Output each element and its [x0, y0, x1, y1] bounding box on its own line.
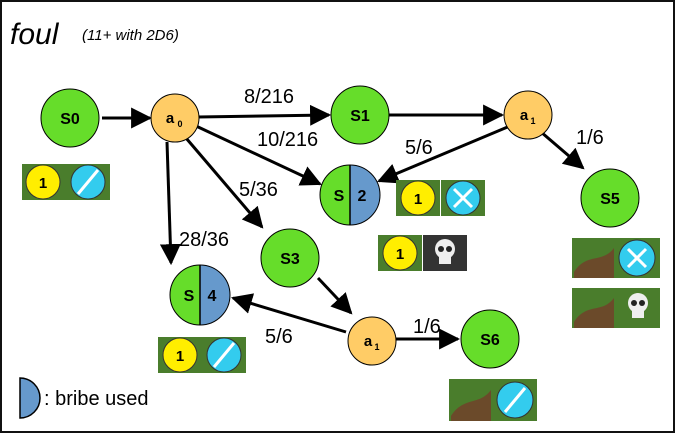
edge-label-a0-s1: 8/216: [244, 86, 294, 108]
dice-s6: [449, 379, 537, 421]
svg-text:1: 1: [176, 348, 184, 365]
state-s3: S3: [260, 228, 320, 288]
edge-label-a1-s6: 1/6: [413, 316, 441, 338]
title-main: foul: [10, 18, 60, 51]
dice-s5: [572, 238, 660, 328]
state-s5: S5: [580, 168, 640, 228]
die-one-icon: [25, 164, 61, 200]
die-one-icon: [400, 180, 436, 216]
state-s2: S 2: [319, 164, 381, 226]
action-a1-top-sub: 1: [530, 116, 535, 126]
state-s0-label: S0: [60, 111, 80, 128]
legend: : bribe used: [19, 377, 149, 419]
state-s0: S0: [40, 88, 100, 148]
die-one-icon: [382, 235, 418, 271]
edge-a1-s2: [377, 124, 511, 184]
edge-label-a1-s5: 1/6: [576, 127, 604, 149]
edge-a1-s4: [230, 293, 347, 334]
state-s4-right: 4: [208, 288, 217, 305]
edge-label-a1-s2: 5/6: [405, 137, 433, 159]
edge-label-a0-s4: 28/36: [179, 229, 229, 251]
dice-s4: 1: [158, 337, 246, 373]
state-s1-label: S1: [350, 108, 370, 125]
title-sub: (11+ with 2D6): [82, 27, 179, 44]
action-a1-bottom: a 1: [347, 316, 397, 366]
edge-a0-s1: [197, 104, 332, 126]
state-s2-left: S: [334, 188, 345, 205]
svg-text:1: 1: [39, 175, 47, 192]
die-one-icon: [162, 337, 198, 373]
edge-a1-s5: [540, 130, 585, 170]
edge-label-a0-s2: 10/216: [257, 129, 318, 151]
edge-label-a0-s3: 5/36: [239, 179, 278, 201]
svg-text:1: 1: [396, 246, 404, 263]
action-a1-bottom-sub: 1: [374, 342, 379, 352]
state-s2-right: 2: [358, 188, 367, 205]
action-a1-top: a 1: [503, 90, 553, 140]
legend-text: : bribe used: [44, 388, 149, 410]
action-a1-bottom-base: a: [364, 333, 373, 350]
bribe-half-icon: [19, 377, 41, 419]
dice-s0: 1: [22, 164, 110, 200]
edge-a0-s3: [184, 137, 264, 229]
edge-label-a1-s4: 5/6: [265, 326, 293, 348]
svg-text:1: 1: [414, 191, 422, 208]
skull-icon: [435, 239, 455, 264]
state-s3-label: S3: [280, 251, 300, 268]
action-a0-base: a: [166, 110, 175, 127]
state-s6-label: S6: [480, 332, 500, 349]
edge-a0-s4: [159, 141, 181, 266]
edge-s3-a1: [316, 276, 353, 315]
dice-s2: 1: [396, 180, 485, 216]
action-a1-top-base: a: [520, 107, 529, 124]
edge-a0-s2: [195, 124, 322, 186]
state-s5-label: S5: [600, 191, 620, 208]
dice-s2-skull: 1: [378, 235, 467, 271]
state-s4: S 4: [169, 264, 231, 326]
state-s1: S1: [330, 85, 390, 145]
state-s4-left: S: [184, 288, 195, 305]
state-s6: S6: [460, 309, 520, 369]
action-a0: a 0: [150, 93, 200, 143]
action-a0-sub: 0: [177, 119, 182, 129]
skull-icon: [628, 293, 648, 318]
